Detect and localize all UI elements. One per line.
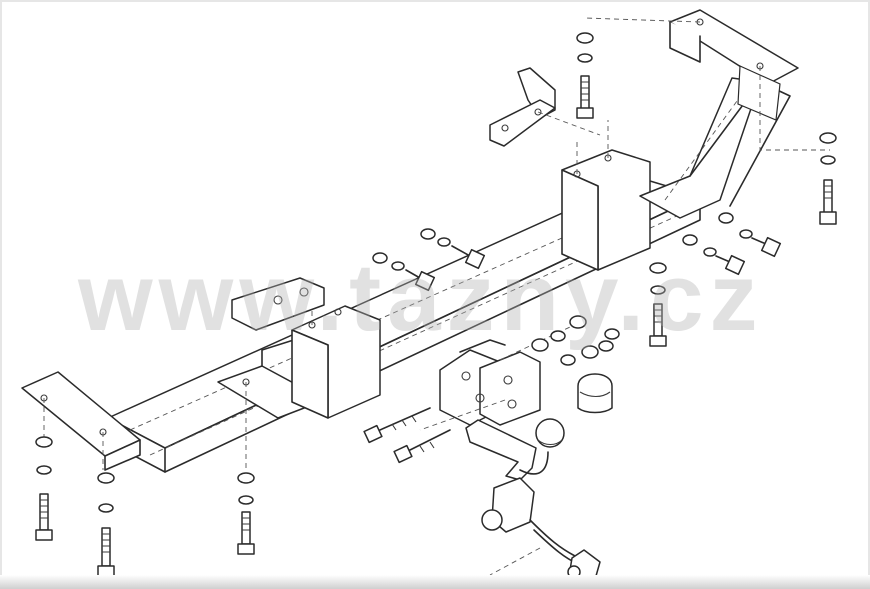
center-bolt-stack [237, 472, 255, 555]
left-bolt-stack-1 [35, 436, 53, 541]
upper-horizontal-bolts [372, 228, 486, 292]
right-bolt-stack [819, 132, 837, 225]
tow-ball-mount-plate [419, 319, 586, 431]
left-mounting-plate [21, 371, 141, 471]
left-shim-plate [231, 277, 325, 331]
left-bolt-stack-2 [97, 472, 115, 577]
electrical-socket [481, 477, 601, 581]
upper-angle-bracket [489, 67, 601, 147]
tow-ball-cap [577, 373, 613, 414]
right-horizontal-bolts [682, 212, 782, 276]
right-u-bracket [561, 120, 651, 271]
tow-ball-neck [465, 418, 565, 481]
top-bolt-stack [576, 32, 594, 119]
mid-right-bolt-stack [649, 262, 667, 347]
right-top-mounting-plate [584, 9, 830, 151]
middle-left-u-bracket [291, 300, 381, 419]
ball-nut-cluster [531, 315, 620, 366]
mount-long-bolts [363, 407, 451, 464]
